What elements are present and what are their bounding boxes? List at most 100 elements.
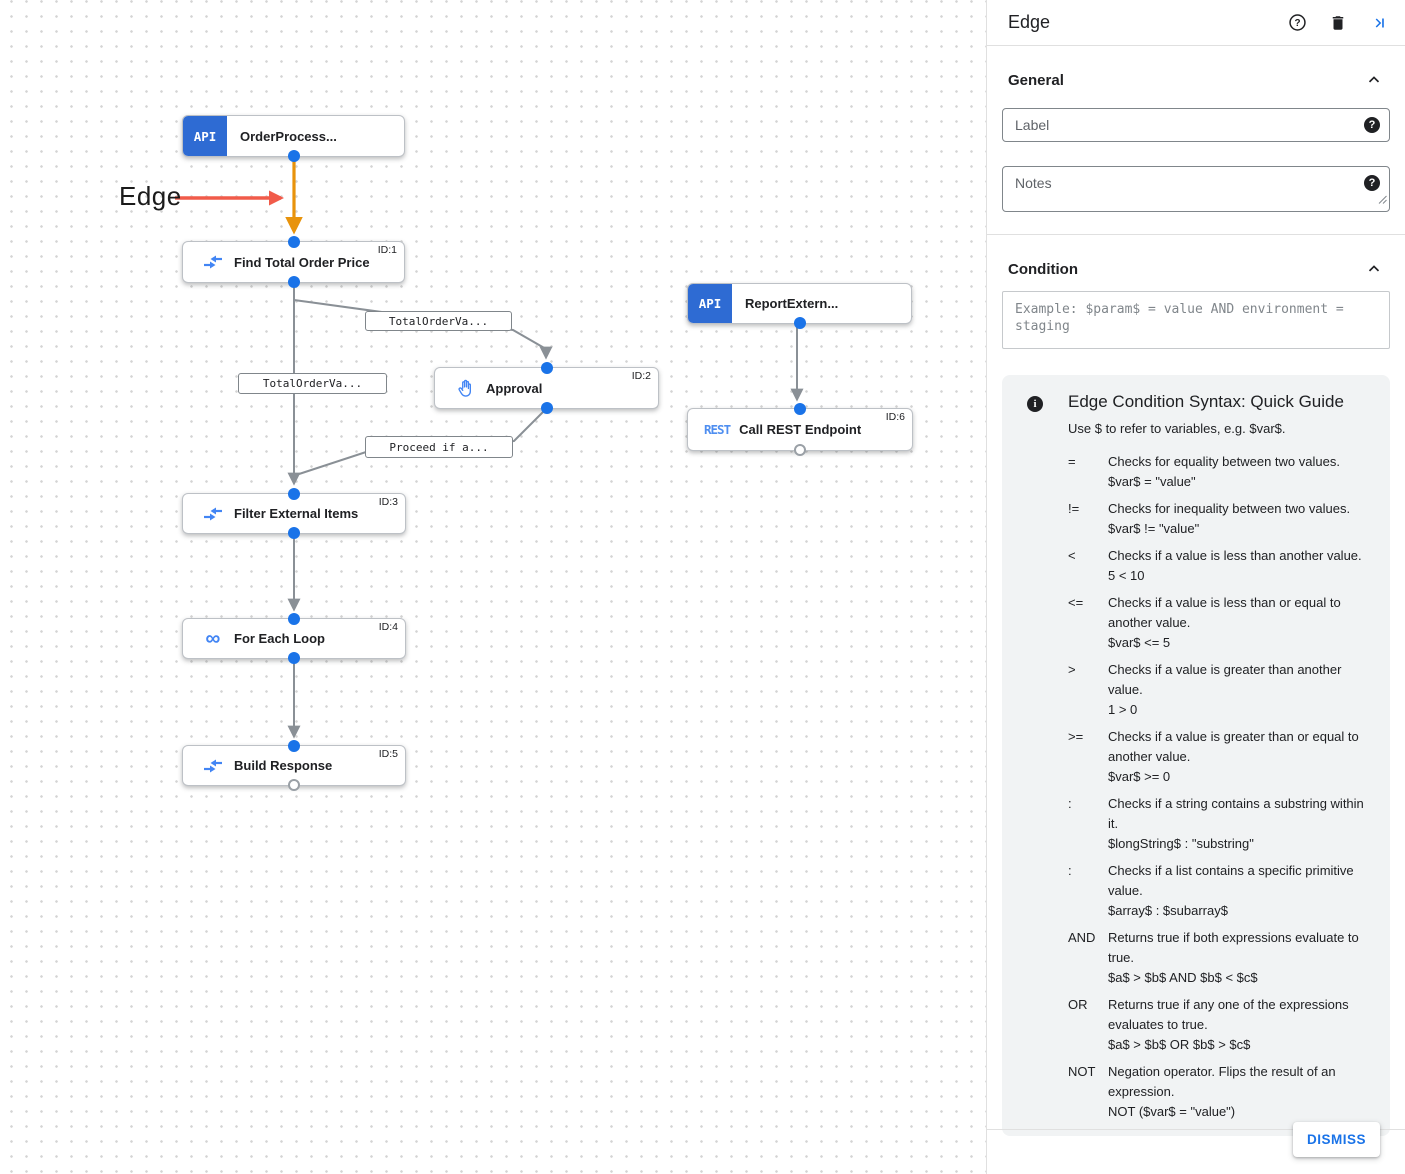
node-label: For Each Loop bbox=[234, 631, 325, 646]
node-label: Call REST Endpoint bbox=[739, 422, 862, 437]
guide-operator: >= bbox=[1068, 729, 1084, 744]
data-mapping-icon bbox=[202, 506, 224, 522]
panel-title: Edge bbox=[1008, 12, 1051, 32]
resize-handle-icon[interactable] bbox=[1378, 191, 1387, 209]
guide-desc: Returns true if any one of the expressio… bbox=[1108, 997, 1349, 1032]
guide-example: $longString$ : "substring" bbox=[1108, 836, 1254, 851]
guide-operator: = bbox=[1068, 454, 1076, 469]
guide-row: : Checks if a list contains a specific p… bbox=[1068, 861, 1376, 921]
guide-row: : Checks if a string contains a substrin… bbox=[1068, 794, 1376, 854]
condition-syntax-guide: i Edge Condition Syntax: Quick Guide Use… bbox=[1002, 375, 1390, 1136]
edge-properties-panel: Edge ? General bbox=[986, 0, 1405, 1174]
general-section-title: General bbox=[1008, 71, 1064, 89]
condition-section-title: Condition bbox=[1008, 260, 1078, 278]
node-approval[interactable]: Approval ID:2 bbox=[434, 362, 659, 414]
label-field-wrapper: ? bbox=[1002, 108, 1390, 142]
guide-row: <= Checks if a value is less than or equ… bbox=[1068, 593, 1376, 653]
guide-example: $a$ > $b$ OR $b$ > $c$ bbox=[1108, 1037, 1251, 1052]
output-port[interactable] bbox=[287, 150, 300, 162]
guide-operator: : bbox=[1068, 796, 1072, 811]
guide-example: NOT ($var$ = "value") bbox=[1108, 1104, 1236, 1119]
edge-label-proceed-if[interactable]: Proceed if a... bbox=[365, 436, 513, 458]
guide-desc: Returns true if both expressions evaluat… bbox=[1108, 930, 1359, 965]
edge-label-totalorderva-1[interactable]: TotalOrderVa... bbox=[365, 311, 512, 331]
edge-findtotal-approval[interactable] bbox=[293, 284, 553, 360]
help-icon[interactable]: ? bbox=[1287, 13, 1307, 33]
guide-example: $var$ <= 5 bbox=[1108, 635, 1171, 650]
notes-help-icon[interactable]: ? bbox=[1364, 175, 1380, 191]
loop-infinity-icon: ∞ bbox=[205, 626, 221, 650]
guide-row: >= Checks if a value is greater than or … bbox=[1068, 727, 1376, 787]
input-port[interactable] bbox=[288, 740, 300, 752]
api-trigger-icon: API bbox=[688, 284, 732, 323]
guide-desc: Checks if a value is less than another v… bbox=[1108, 548, 1362, 563]
node-for-each-loop[interactable]: ∞ For Each Loop ID:4 bbox=[182, 613, 406, 664]
node-label: Approval bbox=[486, 380, 543, 396]
general-section-header: General bbox=[1008, 70, 1384, 90]
input-port[interactable] bbox=[288, 488, 300, 500]
delete-icon[interactable] bbox=[1328, 13, 1348, 33]
guide-operator: NOT bbox=[1068, 1064, 1096, 1079]
guide-operator: : bbox=[1068, 863, 1072, 878]
guide-example: $array$ : $subarray$ bbox=[1108, 903, 1228, 918]
input-port[interactable] bbox=[288, 613, 300, 625]
output-port[interactable] bbox=[793, 317, 806, 329]
output-port[interactable] bbox=[794, 444, 806, 456]
guide-row: OR Returns true if any one of the expres… bbox=[1068, 995, 1376, 1055]
notes-input[interactable] bbox=[1002, 166, 1390, 212]
input-port[interactable] bbox=[287, 236, 300, 248]
chevron-up-icon[interactable] bbox=[1364, 70, 1384, 90]
node-id-badge: ID:4 bbox=[378, 621, 398, 633]
node-orderprocess-trigger[interactable]: API OrderProcess... bbox=[182, 115, 405, 162]
node-build-response[interactable]: Build Response ID:5 bbox=[182, 740, 406, 791]
edge-label-totalorderva-2[interactable]: TotalOrderVa... bbox=[238, 373, 387, 394]
input-port[interactable] bbox=[794, 403, 806, 415]
data-mapping-icon bbox=[202, 254, 224, 270]
guide-example: 1 > 0 bbox=[1108, 702, 1138, 717]
output-port[interactable] bbox=[540, 402, 553, 414]
guide-operator: OR bbox=[1068, 997, 1088, 1012]
node-call-rest-endpoint[interactable]: REST Call REST Endpoint ID:6 bbox=[687, 403, 913, 456]
guide-desc: Checks for inequality between two values… bbox=[1108, 501, 1351, 516]
label-help-icon[interactable]: ? bbox=[1364, 117, 1380, 133]
guide-desc: Checks for equality between two values. bbox=[1108, 454, 1340, 469]
guide-subtitle: Use $ to refer to variables, e.g. $var$. bbox=[1068, 421, 1286, 436]
guide-desc: Checks if a string contains a substring … bbox=[1108, 796, 1364, 831]
info-icon: i bbox=[1027, 396, 1043, 412]
guide-operator: > bbox=[1068, 662, 1076, 677]
notes-field-wrapper: ? bbox=[1002, 166, 1390, 212]
node-reportextern-trigger[interactable]: API ReportExtern... bbox=[687, 283, 912, 329]
node-id-badge: ID:3 bbox=[378, 496, 398, 508]
node-find-total-order-price[interactable]: Find Total Order Price ID:1 bbox=[182, 236, 405, 288]
workflow-canvas[interactable]: Edge TotalOrderVa... TotalOrderVa... Pro… bbox=[0, 0, 986, 1174]
node-label: ReportExtern... bbox=[745, 296, 839, 311]
guide-row: > Checks if a value is greater than anot… bbox=[1068, 660, 1376, 720]
condition-input[interactable] bbox=[1002, 291, 1390, 349]
label-input[interactable] bbox=[1002, 108, 1390, 142]
collapse-panel-icon[interactable] bbox=[1369, 13, 1389, 33]
guide-desc: Checks if a value is greater than or equ… bbox=[1108, 729, 1359, 764]
svg-text:?: ? bbox=[1294, 18, 1300, 29]
output-port[interactable] bbox=[288, 527, 300, 539]
guide-row: = Checks for equality between two values… bbox=[1068, 452, 1376, 492]
guide-desc: Negation operator. Flips the result of a… bbox=[1108, 1064, 1336, 1099]
chevron-up-icon[interactable] bbox=[1364, 259, 1384, 279]
node-filter-external-items[interactable]: Filter External Items ID:3 bbox=[182, 488, 406, 539]
guide-row: AND Returns true if both expressions eva… bbox=[1068, 928, 1376, 988]
condition-field-wrapper bbox=[1002, 291, 1390, 349]
condition-section-header: Condition bbox=[1008, 259, 1384, 279]
output-port[interactable] bbox=[288, 652, 300, 664]
output-port[interactable] bbox=[287, 276, 300, 288]
input-port[interactable] bbox=[540, 362, 553, 374]
guide-row: != Checks for inequality between two val… bbox=[1068, 499, 1376, 539]
guide-operator: != bbox=[1068, 501, 1080, 516]
dismiss-button[interactable]: DISMISS bbox=[1292, 1122, 1380, 1157]
rest-icon: REST bbox=[704, 422, 731, 437]
guide-desc: Checks if a list contains a specific pri… bbox=[1108, 863, 1354, 898]
guide-operator: AND bbox=[1068, 930, 1096, 945]
panel-header: Edge ? bbox=[987, 0, 1405, 46]
node-id-badge: ID:1 bbox=[377, 244, 397, 256]
output-port[interactable] bbox=[288, 779, 300, 791]
node-label: OrderProcess... bbox=[240, 128, 337, 144]
approval-hand-icon bbox=[454, 378, 476, 399]
